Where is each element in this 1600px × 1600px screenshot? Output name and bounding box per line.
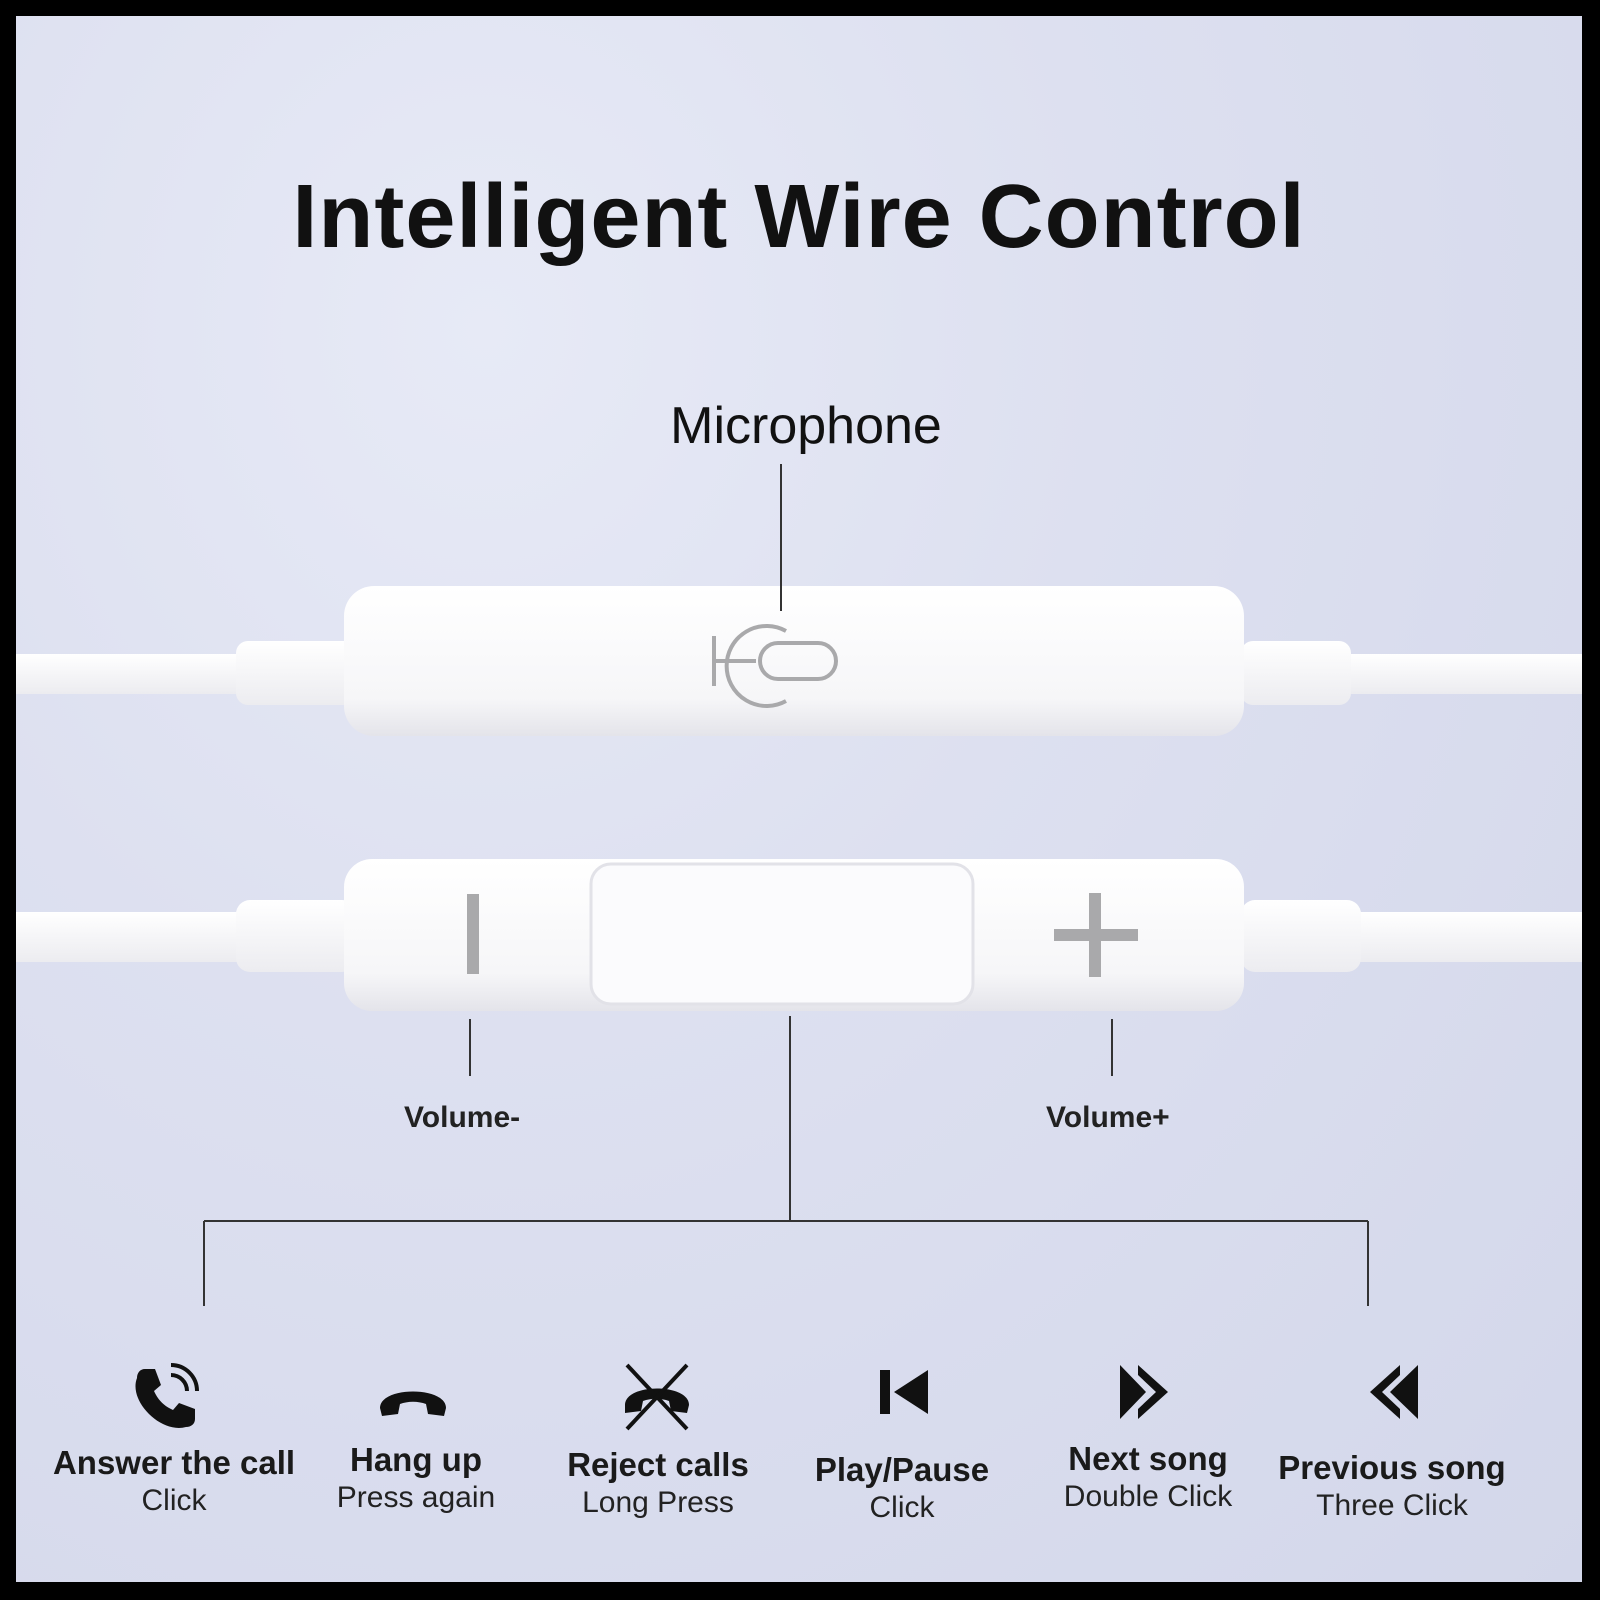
- function-name: Play/Pause: [814, 1451, 990, 1488]
- function-action: Press again: [336, 1481, 496, 1514]
- hang-up-icon: [380, 1391, 446, 1416]
- play-pause-icon: [880, 1370, 928, 1414]
- page-title: Intelligent Wire Control: [292, 167, 1306, 267]
- volume-plus-label: Volume+: [1046, 1101, 1170, 1134]
- function-hang-up: Hang up Press again: [286, 1441, 546, 1517]
- function-previous-song: Previous song Three Click: [1262, 1449, 1522, 1525]
- center-button: [589, 862, 975, 1006]
- reject-call-icon: [625, 1363, 689, 1431]
- function-name: Previous song: [1278, 1449, 1506, 1486]
- remote-illustration: [16, 464, 1582, 1306]
- top-cable: [16, 641, 1582, 705]
- function-name: Answer the call: [52, 1444, 296, 1481]
- function-name: Hang up: [350, 1441, 482, 1478]
- microphone-icon: [712, 624, 838, 708]
- function-bracket: [203, 1016, 1369, 1306]
- diagram-canvas: Intelligent Wire Control Microphone Volu…: [16, 16, 1582, 1582]
- minus-sign-icon: [467, 894, 479, 974]
- function-play-pause: Play/Pause Click: [772, 1451, 1032, 1527]
- function-answer-call: Answer the call Click: [44, 1444, 304, 1520]
- next-song-icon: [1120, 1365, 1168, 1419]
- function-next-song: Next song Double Click: [1018, 1440, 1278, 1516]
- function-action: Double Click: [1063, 1480, 1233, 1513]
- microphone-label: Microphone: [670, 397, 942, 455]
- function-action: Click: [141, 1484, 207, 1517]
- function-reject-calls: Reject calls Long Press: [528, 1446, 788, 1522]
- function-name: Next song: [1068, 1440, 1228, 1477]
- function-action: Three Click: [1316, 1489, 1468, 1522]
- function-action: Click: [869, 1491, 935, 1524]
- phone-ringing-icon: [135, 1363, 199, 1428]
- volume-minus-label: Volume-: [404, 1101, 521, 1134]
- previous-song-icon: [1370, 1365, 1418, 1419]
- function-name: Reject calls: [567, 1446, 749, 1483]
- plus-sign-icon: [1054, 893, 1138, 977]
- bottom-cable: [16, 900, 1582, 972]
- function-action: Long Press: [582, 1486, 734, 1519]
- top-remote-body: [344, 586, 1244, 736]
